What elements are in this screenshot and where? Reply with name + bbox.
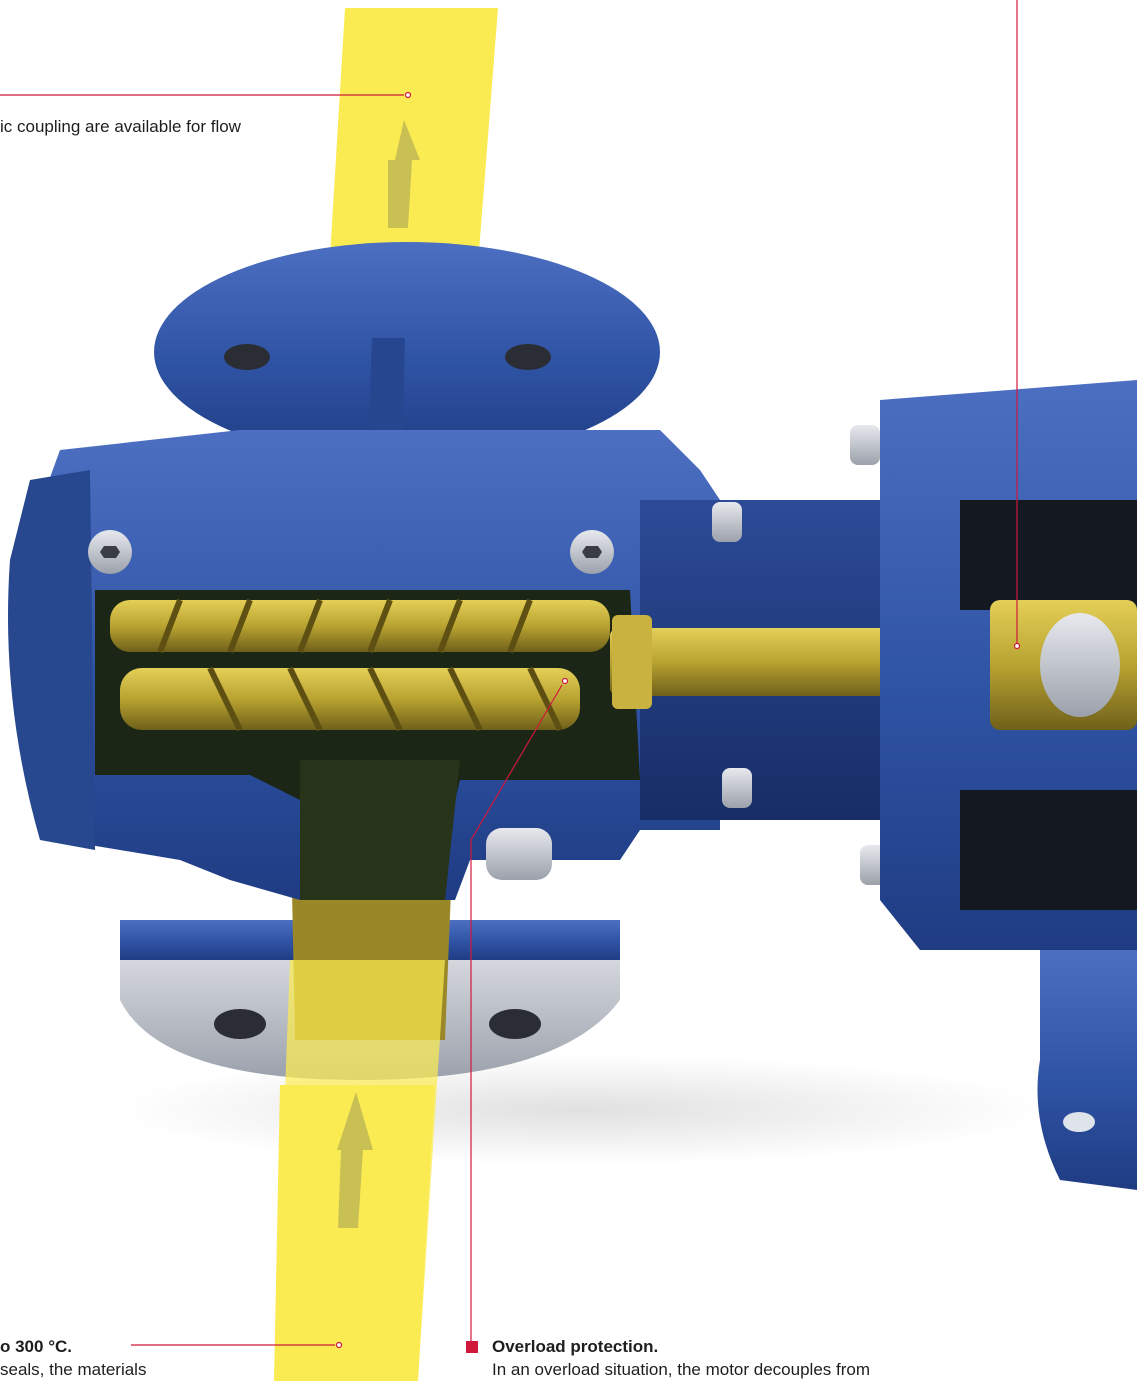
pump-housing-left-end <box>8 470 95 850</box>
callout-bottom-right-heading: Overload protection. <box>492 1337 659 1356</box>
coupling-window-bottom <box>960 790 1137 910</box>
screw-rotor-lower <box>120 668 580 730</box>
leader-line-top-right <box>1013 0 1021 650</box>
leader-line-rotor <box>470 677 569 1345</box>
motor-foot-hole <box>1063 1112 1095 1132</box>
leader-line-bottom-left <box>131 1341 343 1349</box>
leader-line-top <box>0 91 412 99</box>
top-flange <box>154 242 660 462</box>
callout-bottom-left-heading: o 300 °C. <box>0 1337 72 1356</box>
callout-top-text: ic coupling are available for flow <box>0 117 241 136</box>
callout-bottom-left-text: seals, the materials <box>0 1360 147 1379</box>
housing-bolt-right <box>570 530 614 574</box>
top-flange-hole-left <box>224 344 270 370</box>
top-flange-hole-right <box>505 344 551 370</box>
coupling-rotor <box>1040 613 1120 717</box>
screw-rotor-upper <box>110 600 610 652</box>
bottom-flange-hole-left <box>214 1009 266 1039</box>
flow-arrow-up-icon-lower <box>337 1092 373 1228</box>
callout-bottom-right-text: In an overload situation, the motor deco… <box>492 1360 870 1379</box>
under-pipe <box>486 828 552 880</box>
square-bullet-icon <box>466 1341 478 1353</box>
coupling-window-top <box>960 500 1137 610</box>
screw-threads <box>157 598 563 732</box>
side-bolt-2 <box>722 768 752 808</box>
flow-arrow-up-icon <box>388 120 420 228</box>
side-bolt-3 <box>850 425 880 465</box>
shaft-collar <box>612 615 652 709</box>
side-bolt-1 <box>712 502 742 542</box>
housing-bolt-left <box>88 530 132 574</box>
flow-band-bottom-solid <box>274 1085 435 1381</box>
motor-foot <box>1037 950 1137 1190</box>
top-flange-rib <box>368 338 405 450</box>
inlet-cavity <box>300 760 460 900</box>
bottom-flange-hole-right <box>489 1009 541 1039</box>
